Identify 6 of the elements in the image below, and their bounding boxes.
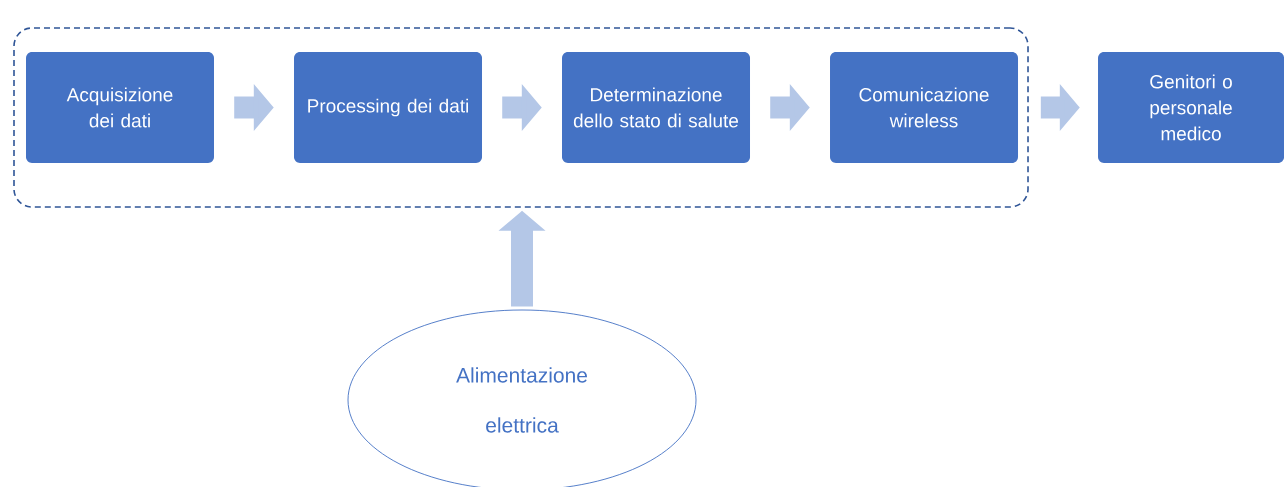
process-box: Genitori o personale medico (1098, 52, 1284, 163)
process-box: Determinazione dello stato di salute (562, 52, 750, 163)
dashed-group-frame (13, 27, 1029, 208)
process-box: Acquisizione dei dati (26, 52, 214, 163)
process-box: Comunicazione wireless (830, 52, 1018, 163)
process-box: Processing dei dati (294, 52, 482, 163)
